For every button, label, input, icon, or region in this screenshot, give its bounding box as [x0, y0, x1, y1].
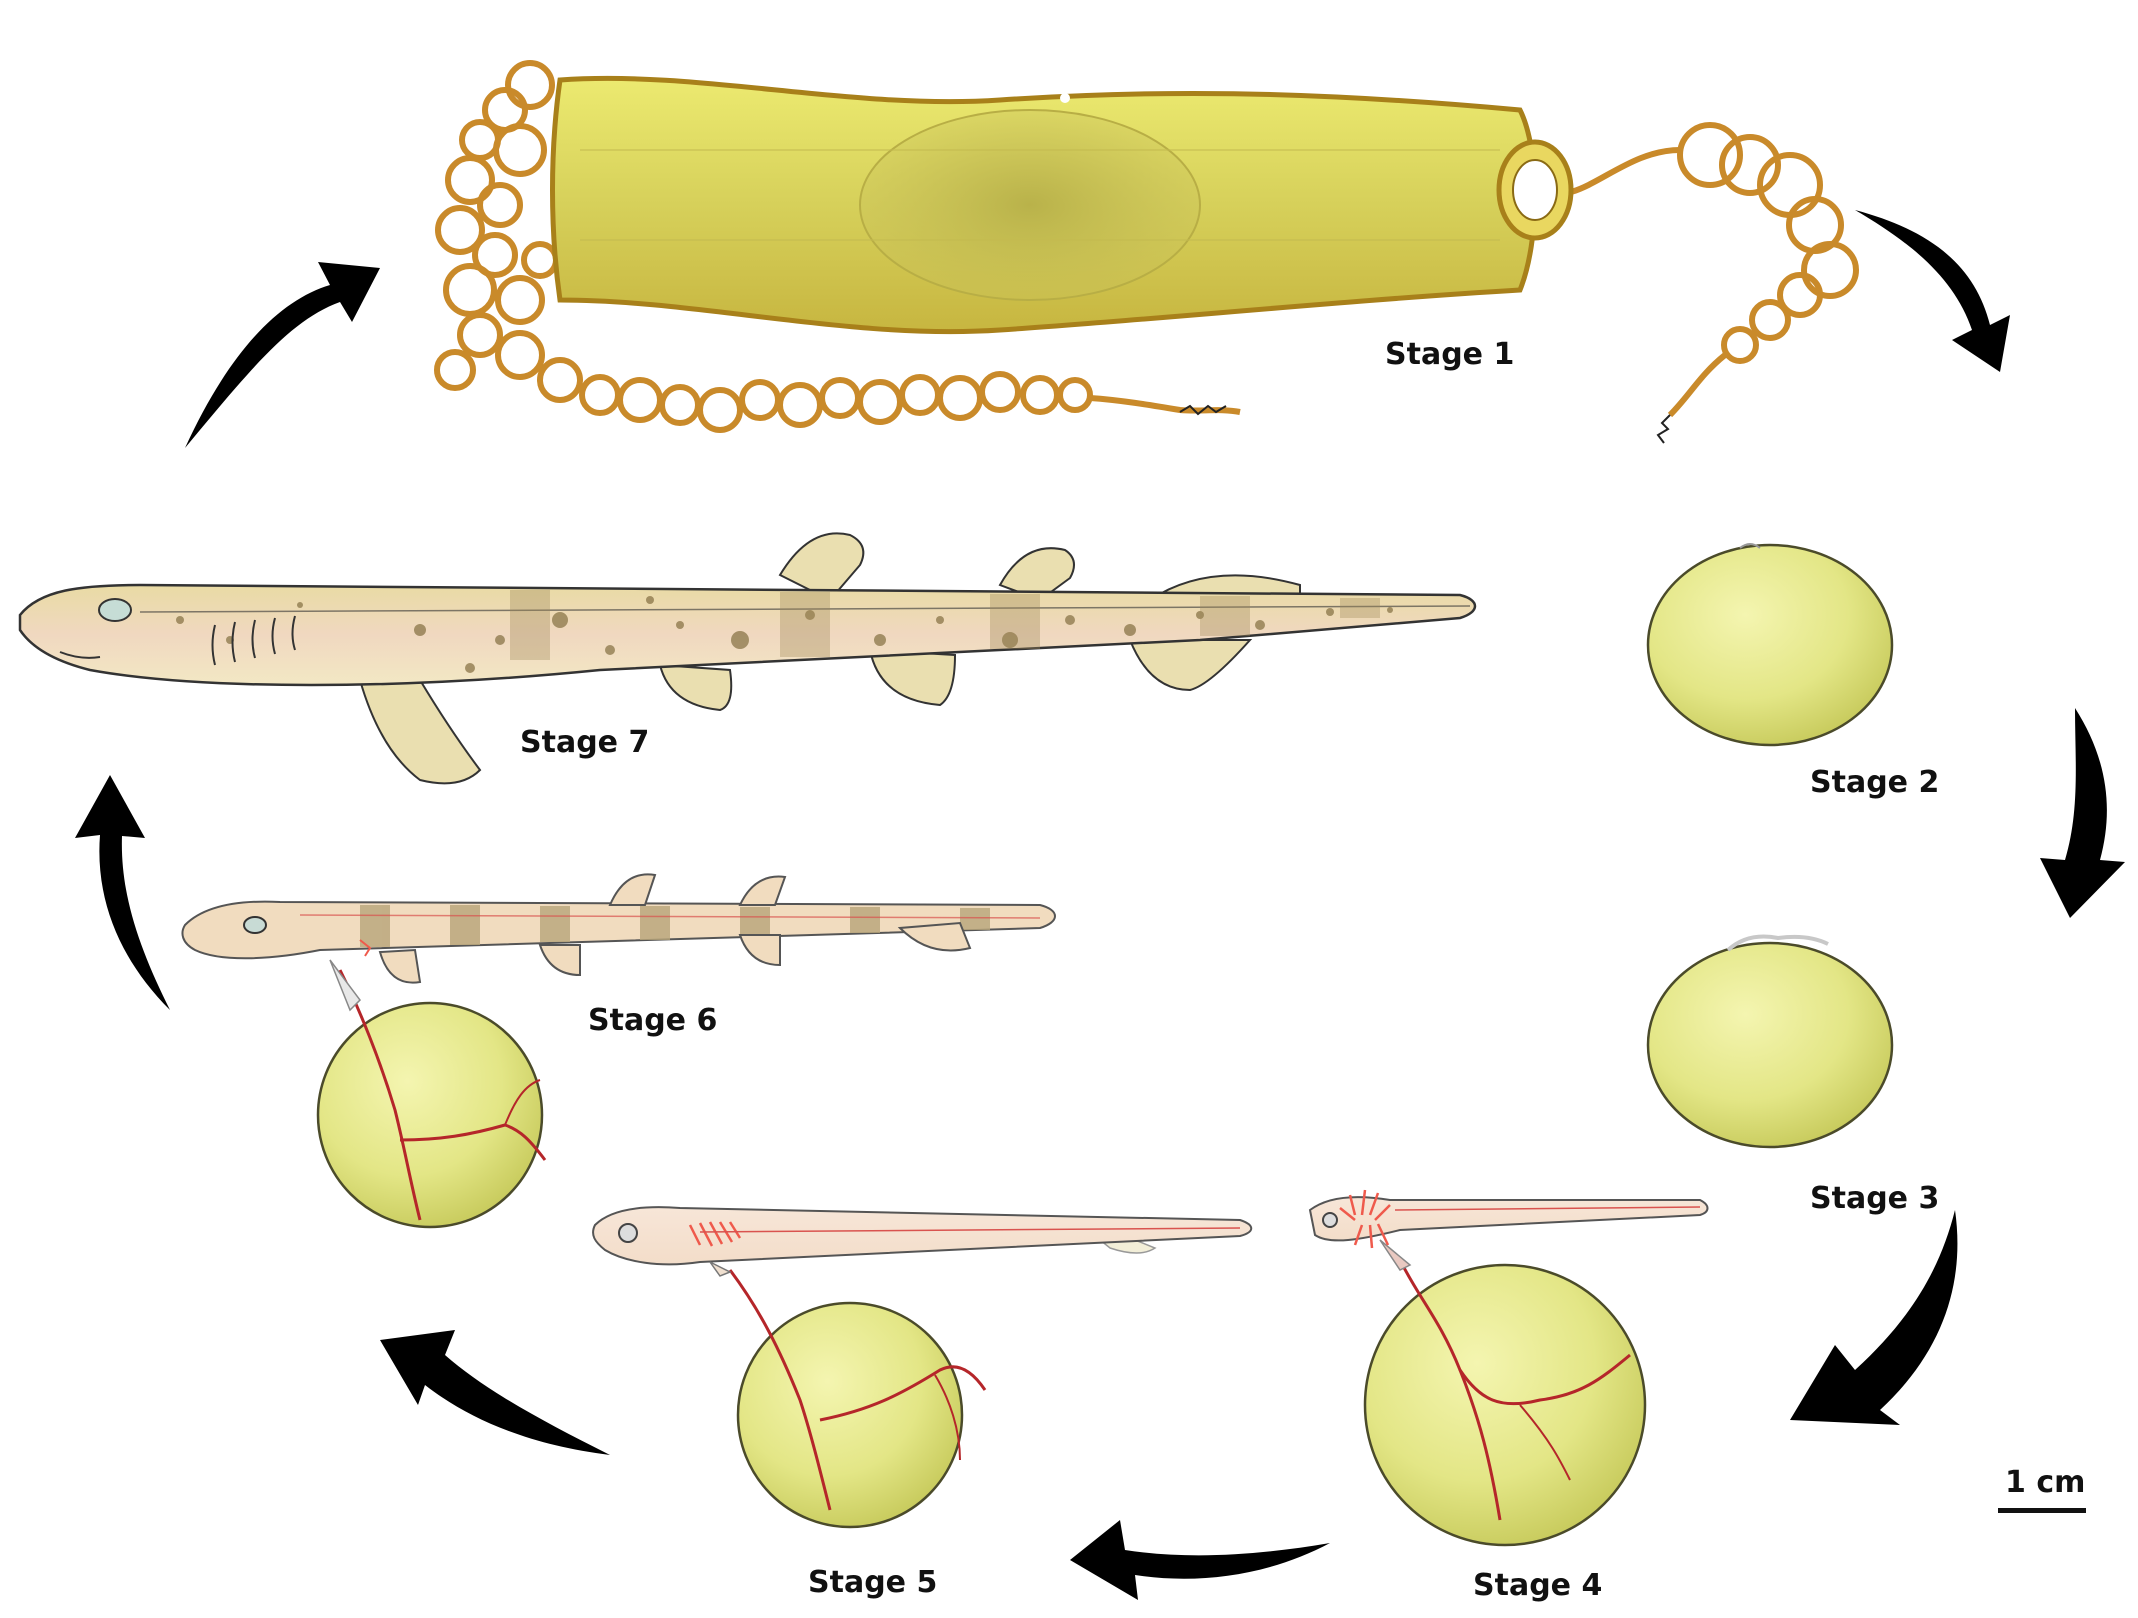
right-tendrils: [1538, 122, 1859, 418]
shark-spots: [176, 596, 1393, 673]
second-dorsal-fin: [998, 547, 1075, 602]
stage-4-label: Stage 4: [1473, 1568, 1602, 1603]
arrow-1-to-2: [1855, 210, 2010, 372]
arrow-5-to-6: [380, 1330, 610, 1455]
right-tendril-tip: [1656, 414, 1671, 444]
stage-6-embryo: [181, 873, 1056, 1229]
first-dorsal-fin: [778, 532, 865, 602]
stage-5-embryo: [592, 1206, 1253, 1529]
stage-3-label: Stage 3: [1810, 1181, 1939, 1216]
stage-1-label: Stage 1: [1385, 337, 1514, 372]
scale-bar-line: [1998, 1508, 2086, 1513]
pectoral-fin: [358, 679, 482, 785]
stage-4-yolk-sac: [1363, 1263, 1647, 1547]
stage-4-embryo: [1308, 1189, 1709, 1547]
stage-4-vessel: [1398, 1259, 1631, 1406]
arrow-6-to-7: [75, 775, 170, 1010]
left-tendrils: [434, 60, 1241, 433]
stage-2-yolk: [1646, 543, 1894, 747]
stage-2-yolk-sphere: [1646, 543, 1894, 747]
stage-3-embryo-streak: [1726, 934, 1829, 952]
caudal-fin-lower: [1128, 639, 1253, 692]
stage-6-yolk-sac: [316, 1001, 544, 1229]
arrow-2-to-3: [2040, 708, 2125, 918]
anal-fin: [868, 648, 957, 707]
shark-eye: [98, 598, 132, 622]
stage-5-label: Stage 5: [808, 1565, 937, 1600]
stage-4-gill-filaments: [1339, 1189, 1391, 1249]
stage-5-gill-filaments: [688, 1221, 742, 1247]
egg-case-slit: [1512, 159, 1558, 221]
shark-saddles: [510, 590, 1380, 660]
stage-5-vessel: [728, 1269, 832, 1511]
arrow-7-to-1: [185, 262, 380, 448]
arrow-4-to-5: [1070, 1520, 1330, 1600]
stage-3-yolk: [1646, 934, 1894, 1149]
stage-3-yolk-sphere: [1646, 941, 1894, 1149]
stage-5-yolk-sac: [736, 1301, 964, 1529]
arrow-3-to-4: [1790, 1210, 1958, 1425]
stage-6-vessel: [338, 969, 422, 1221]
left-tendril-tip: [1179, 404, 1227, 416]
shark-body: [18, 583, 1477, 687]
stage-6-bands: [360, 905, 990, 947]
stage-1-egg-case: [434, 60, 1859, 444]
stage-2-label: Stage 2: [1810, 765, 1939, 800]
stage-6-label: Stage 6: [588, 1003, 717, 1038]
gill-slits: [211, 615, 296, 666]
egg-case-yolk: [859, 109, 1201, 301]
stage-5-embryo-body: [592, 1206, 1253, 1266]
stage-7-shark: [18, 532, 1477, 785]
cycle-arrows: [75, 210, 2125, 1600]
stage-7-label: Stage 7: [520, 725, 649, 760]
pelvic-fin: [658, 663, 733, 712]
egg-case-highlight: [1060, 93, 1070, 103]
scale-bar-label: 1 cm: [2005, 1465, 2085, 1500]
scale-bar: 1 cm: [1998, 1465, 2086, 1513]
